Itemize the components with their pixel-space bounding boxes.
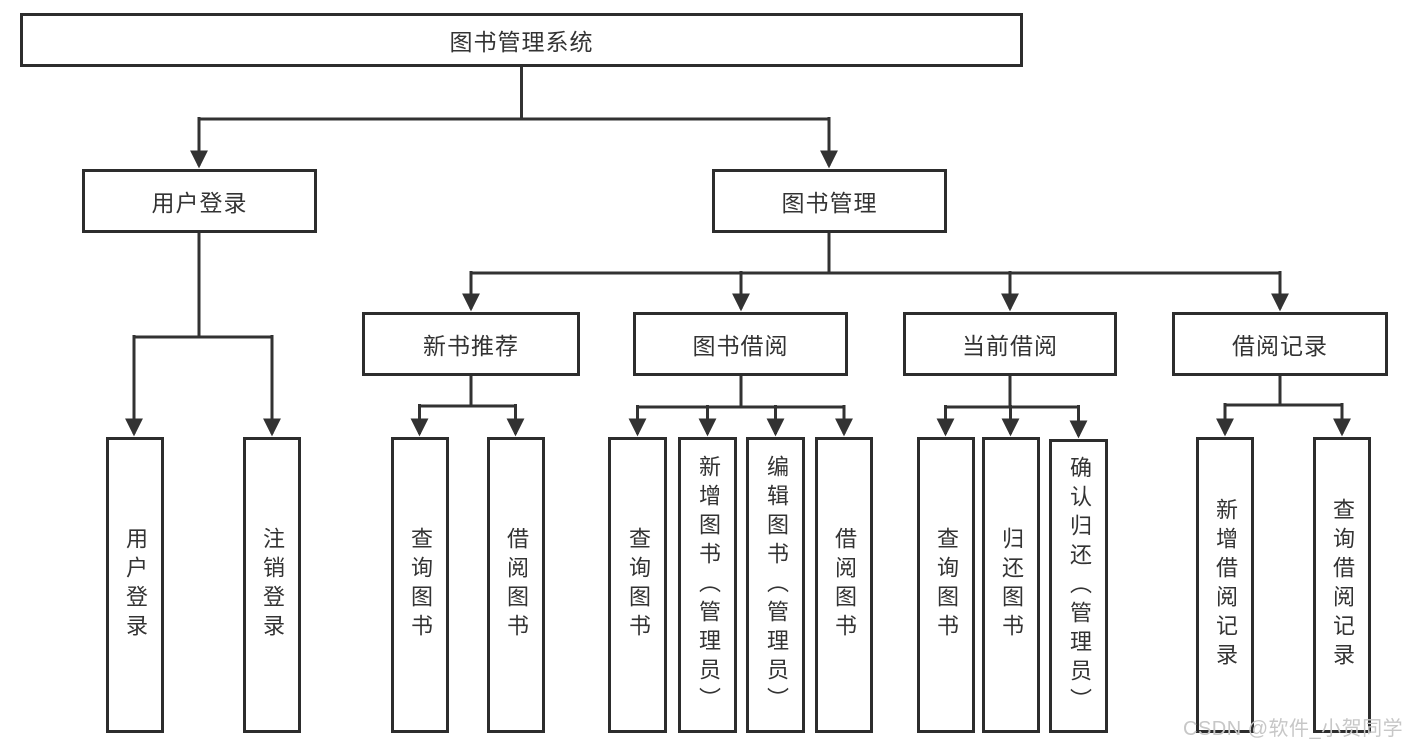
connector-borrowing-records-children: [1225, 376, 1342, 407]
csdn-watermark: CSDN @软件_小贺同学: [1183, 718, 1404, 740]
connector-new-book-recommend-children: [419, 376, 516, 408]
leaf-query-books-1: 查询图书: [391, 437, 449, 733]
leaf-user-login: 用户登录: [106, 437, 164, 733]
leaf-query-books-3: 查询图书: [917, 437, 975, 733]
node-library-management-system: 图书管理系统: [20, 13, 1023, 67]
leaf-edit-book-admin: 编辑图书（管理员）: [746, 437, 805, 733]
connector-user-login-children: [134, 233, 272, 339]
node-book-management: 图书管理: [712, 169, 947, 233]
connector-root-to-level2: [199, 67, 829, 121]
connector-current-borrowing-children: [945, 376, 1079, 409]
leaf-return-books: 归还图书: [982, 437, 1040, 733]
leaf-query-books-2: 查询图书: [608, 437, 667, 733]
leaf-borrow-books-2: 借阅图书: [815, 437, 873, 733]
node-current-borrowing: 当前借阅: [903, 312, 1117, 376]
leaf-query-borrow-record: 查询借阅记录: [1313, 437, 1371, 733]
leaf-logout: 注销登录: [243, 437, 301, 733]
connector-book-borrowing-children: [637, 375, 844, 409]
leaf-add-book-admin: 新增图书（管理员）: [678, 437, 737, 733]
leaf-add-borrow-record: 新增借阅记录: [1196, 437, 1254, 733]
leaf-borrow-books-1: 借阅图书: [487, 437, 545, 733]
leaf-confirm-return-admin: 确认归还（管理员）: [1049, 439, 1108, 733]
node-borrowing-records: 借阅记录: [1172, 312, 1388, 376]
node-book-borrowing: 图书借阅: [633, 312, 848, 376]
connector-book-management-sections: [471, 233, 1280, 275]
node-new-book-recommend: 新书推荐: [362, 312, 580, 376]
node-user-login: 用户登录: [82, 169, 317, 233]
